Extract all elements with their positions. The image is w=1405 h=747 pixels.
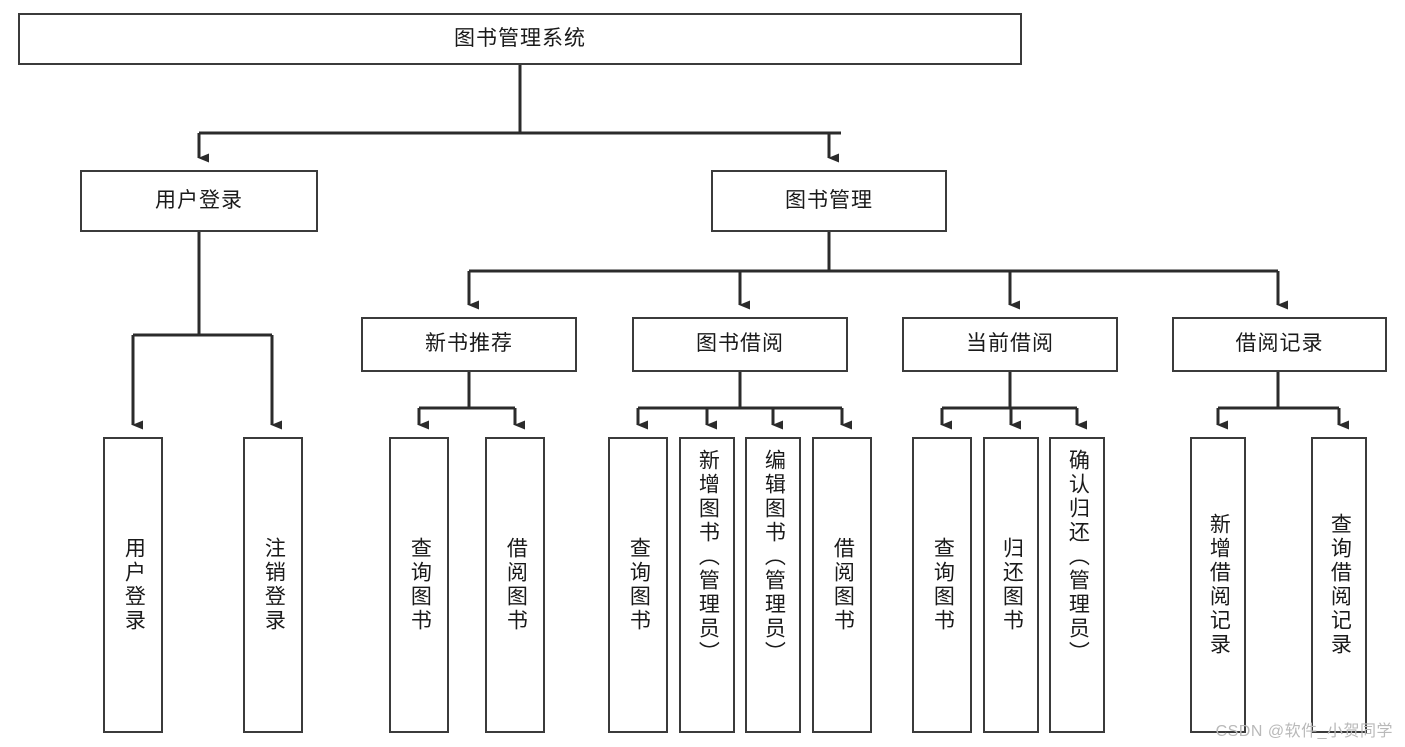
- leaf-node-label: 查询图书: [931, 537, 955, 633]
- leaf-node[interactable]: 注销登录: [243, 437, 303, 733]
- leaf-node[interactable]: 借阅图书: [812, 437, 872, 733]
- leaf-node[interactable]: 归还图书: [983, 437, 1039, 733]
- leaf-node-label: 借阅图书: [504, 537, 528, 633]
- leaf-node-label: 确认归还（管理员）: [1066, 449, 1090, 665]
- node-book-management[interactable]: 图书管理: [711, 170, 947, 232]
- node-book-borrow-label: 图书借阅: [696, 332, 784, 356]
- leaf-node-label: 借阅图书: [831, 537, 855, 633]
- node-borrow-records[interactable]: 借阅记录: [1172, 317, 1387, 372]
- node-borrow-records-label: 借阅记录: [1235, 332, 1324, 356]
- node-book-management-label: 图书管理: [785, 188, 873, 212]
- leaf-node-label: 新增借阅记录: [1207, 513, 1231, 657]
- leaf-node[interactable]: 查询图书: [608, 437, 668, 733]
- leaf-node[interactable]: 新增图书（管理员）: [679, 437, 735, 733]
- leaf-node-label: 注销登录: [262, 537, 286, 633]
- leaf-node-label: 编辑图书（管理员）: [762, 449, 786, 665]
- leaf-node[interactable]: 查询图书: [389, 437, 449, 733]
- node-new-book-recommend-label: 新书推荐: [425, 332, 513, 356]
- leaf-node-label: 归还图书: [1000, 537, 1024, 633]
- leaf-node[interactable]: 新增借阅记录: [1190, 437, 1246, 733]
- leaf-node-label: 查询借阅记录: [1328, 513, 1352, 657]
- node-book-borrow[interactable]: 图书借阅: [632, 317, 848, 372]
- leaf-node[interactable]: 确认归还（管理员）: [1049, 437, 1105, 733]
- node-user-login-label: 用户登录: [155, 188, 243, 212]
- leaf-node-label: 查询图书: [627, 537, 651, 633]
- leaf-node-label: 用户登录: [122, 537, 146, 633]
- csdn-watermark: CSDN @软件_小贺同学: [1215, 723, 1393, 740]
- node-current-borrow[interactable]: 当前借阅: [902, 317, 1118, 372]
- node-root-label: 图书管理系统: [454, 26, 586, 50]
- leaf-node[interactable]: 查询借阅记录: [1311, 437, 1367, 733]
- leaf-node[interactable]: 查询图书: [912, 437, 972, 733]
- node-new-book-recommend[interactable]: 新书推荐: [361, 317, 577, 372]
- node-user-login[interactable]: 用户登录: [80, 170, 318, 232]
- leaf-node[interactable]: 用户登录: [103, 437, 163, 733]
- leaf-node[interactable]: 编辑图书（管理员）: [745, 437, 801, 733]
- leaf-node-label: 查询图书: [408, 537, 432, 633]
- node-root-system[interactable]: 图书管理系统: [18, 13, 1022, 65]
- leaf-node-label: 新增图书（管理员）: [696, 449, 720, 665]
- leaf-node[interactable]: 借阅图书: [485, 437, 545, 733]
- node-current-borrow-label: 当前借阅: [966, 332, 1054, 356]
